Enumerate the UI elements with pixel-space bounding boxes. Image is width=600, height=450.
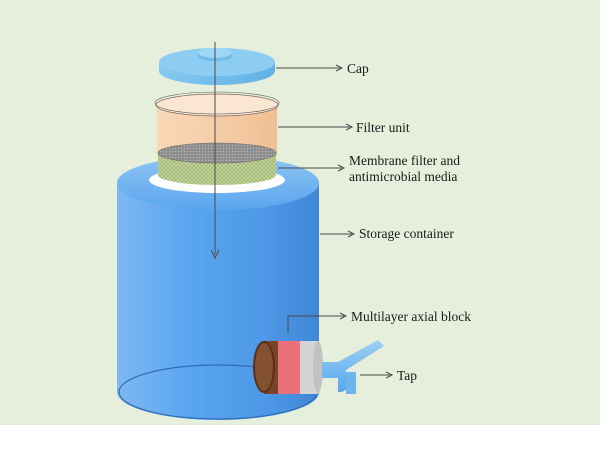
- label-storage-container: Storage container: [359, 226, 454, 241]
- multilayer-axial-block: [253, 341, 323, 394]
- label-membrane-filter: Membrane filter and antimicrobial media: [349, 153, 460, 185]
- label-tap: Tap: [397, 368, 418, 383]
- label-cap: Cap: [347, 61, 369, 76]
- membrane-filter: [157, 142, 277, 185]
- label-axial-block: Multilayer axial block: [351, 309, 471, 324]
- label-membrane-line-1: Membrane filter and: [349, 153, 460, 168]
- cap: [159, 48, 275, 85]
- leader-lines: [276, 64, 394, 379]
- flow-arrow: [210, 42, 220, 260]
- tap: [322, 340, 384, 394]
- label-membrane-line-2: antimicrobial media: [349, 169, 458, 184]
- label-filter-unit: Filter unit: [356, 120, 410, 135]
